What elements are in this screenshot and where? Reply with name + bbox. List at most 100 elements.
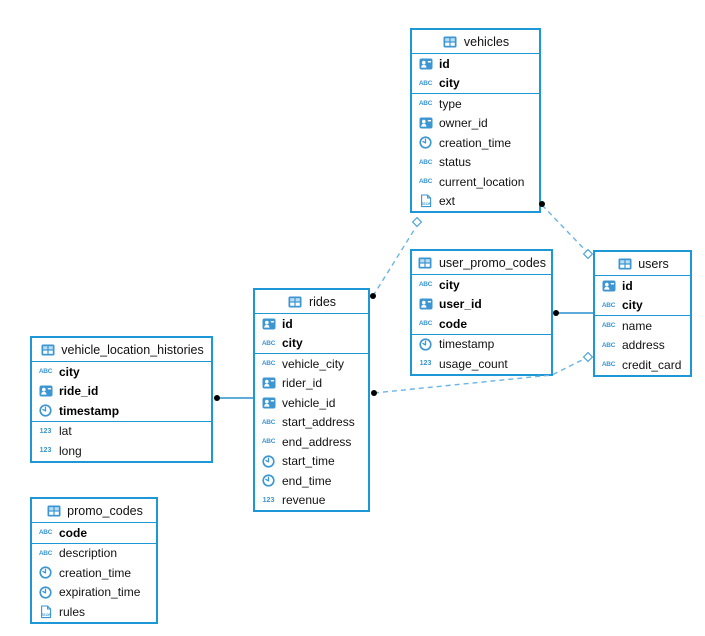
column-row-rules[interactable]: JSON rules (32, 602, 156, 622)
column-row-id[interactable]: id (255, 314, 368, 334)
column-row-city[interactable]: ABC city (255, 334, 368, 354)
column-name: rules (59, 604, 86, 619)
column-row-creation_time[interactable]: creation_time (412, 133, 539, 153)
column-row-current_location[interactable]: ABC current_location (412, 172, 539, 192)
column-name: long (59, 443, 82, 458)
column-name: expiration_time (59, 585, 141, 600)
column-row-timestamp[interactable]: timestamp (412, 335, 551, 355)
text-icon: ABC (418, 178, 433, 186)
column-row-rider_id[interactable]: rider_id (255, 374, 368, 394)
table-header[interactable]: promo_codes (32, 499, 156, 523)
column-name: id (282, 316, 293, 331)
relation-dot (370, 293, 376, 299)
column-name: start_time (282, 454, 335, 469)
column-row-id[interactable]: id (412, 54, 539, 74)
table-icon (39, 344, 56, 356)
text-icon: ABC (601, 322, 616, 330)
column-name: timestamp (59, 403, 120, 418)
text-icon: ABC (261, 438, 276, 446)
column-name: timestamp (439, 337, 495, 352)
section-divider (412, 93, 539, 94)
column-row-name[interactable]: ABC name (595, 316, 690, 336)
column-row-owner_id[interactable]: owner_id (412, 114, 539, 134)
table-icon (417, 257, 434, 269)
column-name: name (622, 318, 653, 333)
column-row-start_time[interactable]: start_time (255, 452, 368, 472)
column-name: usage_count (439, 356, 508, 371)
column-row-code[interactable]: ABC code (32, 523, 156, 543)
svg-text:JSON: JSON (420, 202, 431, 206)
column-row-id[interactable]: id (595, 276, 690, 296)
time-icon (417, 338, 434, 351)
column-name: user_id (439, 297, 482, 312)
svg-text:JSON: JSON (40, 613, 51, 617)
column-row-vehicle_id[interactable]: vehicle_id (255, 393, 368, 413)
time-icon (37, 404, 54, 417)
text-icon: ABC (261, 339, 276, 347)
id-icon (260, 318, 277, 330)
column-name: code (59, 525, 88, 540)
table-header[interactable]: user_promo_codes (412, 251, 551, 275)
column-name: vehicle_city (282, 356, 345, 371)
text-icon: ABC (601, 301, 616, 309)
column-name: revenue (282, 493, 326, 508)
column-row-expiration_time[interactable]: expiration_time (32, 583, 156, 603)
text-icon: ABC (418, 79, 433, 87)
relation-dot (553, 310, 559, 316)
column-row-vehicle_city[interactable]: ABC vehicle_city (255, 354, 368, 374)
column-row-end_time[interactable]: end_time (255, 471, 368, 491)
time-icon (260, 474, 277, 487)
column-row-creation_time[interactable]: creation_time (32, 563, 156, 583)
column-name: city (282, 336, 303, 351)
id-icon (260, 377, 277, 389)
table-icon (45, 505, 62, 517)
text-icon: ABC (261, 360, 276, 368)
column-name: current_location (439, 174, 525, 189)
table-name: vehicles (463, 34, 510, 49)
column-name: start_address (282, 415, 355, 430)
column-name: code (439, 316, 468, 331)
table-header[interactable]: users (595, 252, 690, 276)
section-divider (595, 315, 690, 316)
column-row-user_id[interactable]: user_id (412, 295, 551, 315)
table-header[interactable]: vehicle_location_histories (32, 338, 211, 362)
column-name: rider_id (282, 376, 323, 391)
text-icon: ABC (38, 549, 53, 557)
text-icon: ABC (38, 529, 53, 537)
column-row-ride_id[interactable]: ride_id (32, 382, 211, 402)
table-header[interactable]: vehicles (412, 30, 539, 54)
section-divider (255, 353, 368, 354)
table-header[interactable]: rides (255, 290, 368, 314)
column-row-timestamp[interactable]: timestamp (32, 401, 211, 421)
column-name: credit_card (622, 357, 682, 372)
table-name: vehicle_location_histories (61, 342, 204, 357)
table-icon (287, 296, 304, 308)
relation-line-vehicles-to-users[interactable] (541, 204, 587, 252)
